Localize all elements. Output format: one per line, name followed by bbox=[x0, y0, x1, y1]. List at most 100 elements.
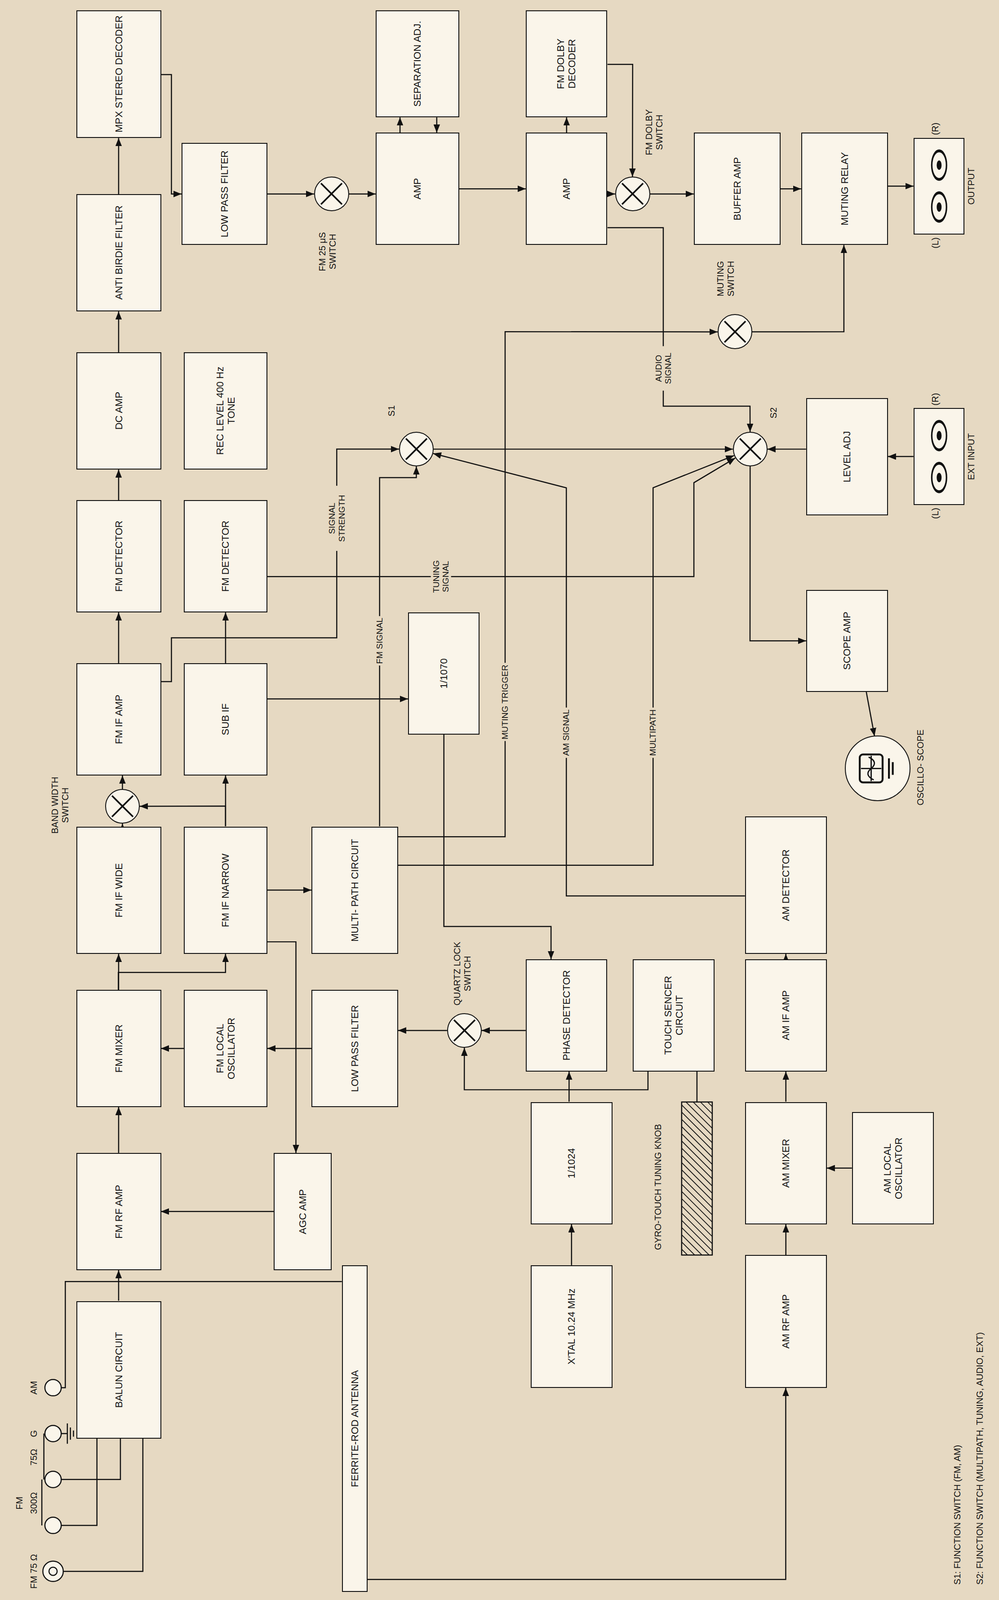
signal-line bbox=[750, 466, 807, 641]
process-box: LOW PASS FILTER bbox=[311, 990, 399, 1108]
process-box: DC AMP bbox=[76, 352, 161, 470]
box-label: AM DETECTOR bbox=[780, 849, 792, 922]
process-box: PHASE DETECTOR bbox=[525, 959, 608, 1072]
process-box: MULTI- PATH CIRCUIT bbox=[311, 826, 399, 955]
terminal-label: FM 75 Ω bbox=[28, 1554, 39, 1590]
signal-line bbox=[433, 448, 733, 450]
box-label: ANTI BIRDIE FILTER bbox=[113, 205, 125, 300]
box-label: DC AMP bbox=[113, 391, 125, 430]
process-box: LOW PASS FILTER bbox=[181, 142, 268, 245]
box-label: BUFFER AMP bbox=[731, 157, 743, 221]
switch-symbol: S2 bbox=[732, 431, 768, 467]
box-label: AM IF AMP bbox=[780, 990, 792, 1041]
jack-label: OUTPUT bbox=[966, 138, 977, 235]
terminal-label: 75Ω bbox=[28, 1448, 39, 1466]
box-label: LOW PASS FILTER bbox=[349, 1005, 361, 1093]
box-label: FM RF AMP bbox=[113, 1185, 125, 1239]
jack-panel: (L)(R)OUTPUT bbox=[913, 137, 965, 236]
process-box: LEVEL ADJ bbox=[806, 398, 888, 516]
box-label: 1/1070 bbox=[438, 658, 450, 689]
signal-label: FM SIGNAL bbox=[374, 616, 385, 666]
antenna-terminals bbox=[42, 1379, 63, 1582]
switch-symbol: BAND WIDTH SWITCH bbox=[105, 789, 140, 824]
signal-line bbox=[649, 193, 694, 195]
jack-sockets bbox=[914, 408, 964, 505]
process-box: AM RF AMP bbox=[745, 1255, 827, 1388]
tuning-knob bbox=[681, 1102, 713, 1256]
process-box: AM IF AMP bbox=[745, 959, 827, 1072]
process-box: FM MIXER bbox=[76, 990, 161, 1108]
jack-socket bbox=[931, 150, 947, 180]
signal-line bbox=[267, 941, 297, 1154]
switch-cross bbox=[111, 795, 134, 817]
signal-line bbox=[399, 117, 401, 133]
box-label: LEVEL ADJ bbox=[841, 430, 853, 483]
switch-cross bbox=[718, 315, 752, 349]
signal-line bbox=[267, 1047, 312, 1049]
box-label: 1/1024 bbox=[565, 1148, 578, 1179]
note-text: S1: FUNCTION SWITCH (FM, AM) bbox=[952, 1445, 963, 1586]
process-box: SCOPE AMP bbox=[806, 590, 888, 693]
box-label: FM IF AMP bbox=[113, 694, 125, 745]
signal-line bbox=[607, 64, 633, 177]
jack-label: (L) bbox=[930, 507, 941, 519]
signal-line bbox=[267, 698, 409, 700]
signal-label: AUDIO SIGNAL bbox=[653, 346, 674, 391]
scope-knobs bbox=[889, 758, 893, 779]
signal-line bbox=[121, 823, 123, 827]
signal-line bbox=[398, 331, 718, 837]
switch-cross bbox=[616, 177, 649, 211]
signal-line bbox=[160, 74, 182, 195]
box-label: X'TAL 10.24 MHz bbox=[565, 1288, 578, 1365]
signal-line bbox=[780, 188, 802, 190]
switch-cross bbox=[405, 438, 427, 460]
signal-line bbox=[267, 457, 736, 577]
signal-line bbox=[398, 1030, 448, 1031]
jack-label: (L) bbox=[930, 237, 941, 249]
box-label: MUTING RELAY bbox=[839, 151, 851, 226]
oscilloscope-symbol: OSCILLO- SCOPE bbox=[844, 735, 911, 801]
switch-symbol: FM DOLBY SWITCH bbox=[615, 176, 650, 212]
box-label: TOUCH SENCER CIRCUIT bbox=[662, 963, 686, 1069]
process-box: MPX STEREO DECODER bbox=[76, 10, 161, 138]
process-box: AM MIXER bbox=[745, 1102, 827, 1226]
process-box: REC LEVEL 400 Hz TONE bbox=[183, 352, 268, 470]
coax-terminal bbox=[48, 1567, 58, 1576]
signal-line bbox=[826, 1167, 853, 1169]
signal-line bbox=[571, 1224, 573, 1266]
signal-line bbox=[433, 453, 746, 897]
signal-line bbox=[160, 1211, 274, 1213]
process-box: 1/1024 bbox=[530, 1102, 613, 1226]
signal-line bbox=[367, 1388, 786, 1581]
process-box: FM DETECTOR bbox=[183, 500, 268, 613]
switch-cross bbox=[315, 177, 348, 211]
box-label: SCOPE AMP bbox=[841, 611, 853, 671]
switch-cross bbox=[733, 432, 767, 466]
switch-symbol: MUTING SWITCH bbox=[717, 314, 753, 350]
jack-socket bbox=[931, 421, 947, 451]
signal-line bbox=[785, 954, 786, 960]
box-label: SUB IF bbox=[219, 703, 231, 736]
signal-line bbox=[118, 137, 120, 195]
signal-line bbox=[888, 185, 914, 187]
process-box: FM IF NARROW bbox=[183, 826, 268, 955]
switch-label: FM DOLBY SWITCH bbox=[643, 93, 665, 171]
process-box: 1/1070 bbox=[408, 612, 480, 736]
bracket bbox=[41, 1434, 45, 1526]
switch-cross bbox=[724, 321, 746, 343]
process-box: BUFFER AMP bbox=[693, 132, 781, 245]
signal-line bbox=[121, 775, 123, 790]
signal-line bbox=[568, 1071, 570, 1102]
process-box: AGC AMP bbox=[273, 1153, 332, 1271]
process-box: SUB IF bbox=[183, 663, 268, 776]
switch-cross bbox=[448, 1014, 481, 1048]
signal-line bbox=[267, 889, 312, 891]
process-box: AMP bbox=[375, 132, 460, 245]
switch-cross bbox=[739, 438, 761, 460]
terminal-label: FM bbox=[14, 1496, 25, 1510]
process-box: SEPARATION ADJ. bbox=[375, 10, 460, 118]
signal-line bbox=[118, 311, 120, 353]
box-label: AM RF AMP bbox=[780, 1294, 792, 1350]
signal-line bbox=[348, 193, 376, 195]
